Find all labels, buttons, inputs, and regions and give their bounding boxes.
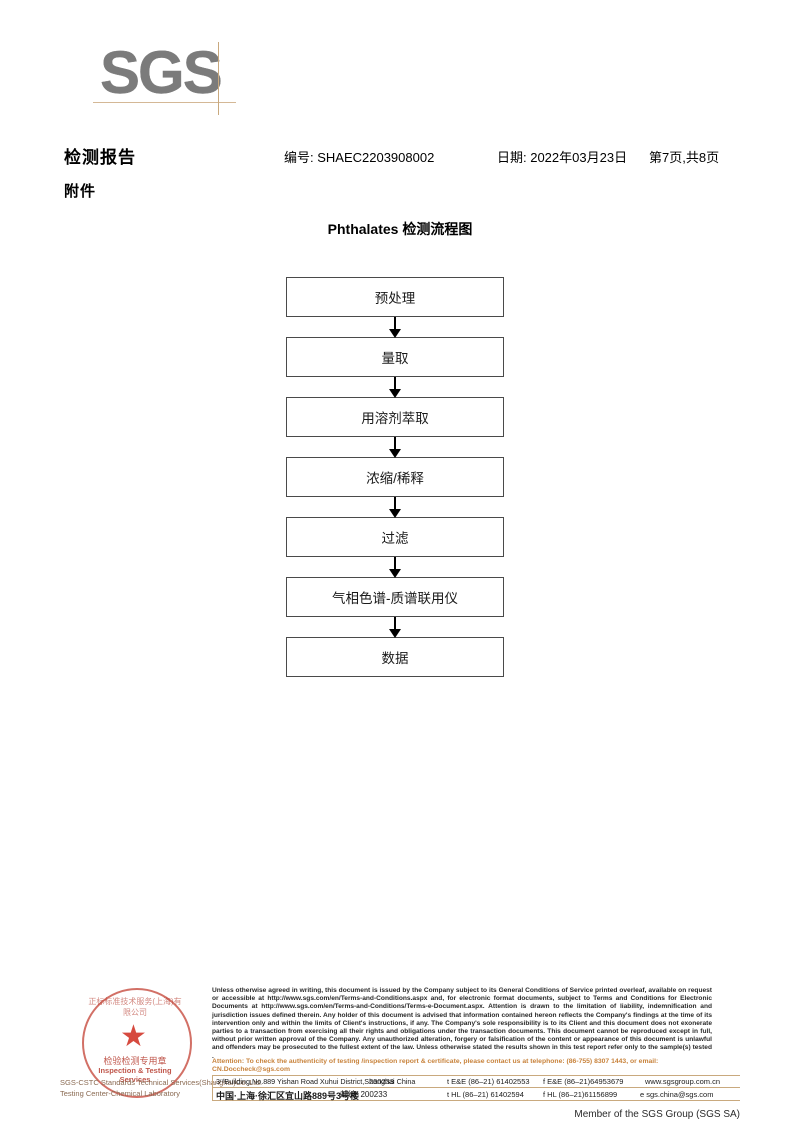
- postcode-chinese: 邮编: 200233: [340, 1090, 388, 1099]
- telephone-ee: t E&E (86–21) 61402553: [447, 1077, 530, 1086]
- flow-arrow-6: [286, 617, 504, 638]
- flow-arrow-2: [286, 377, 504, 398]
- flowchart: 预处理 量取 用溶剂萃取 浓缩/稀释 过滤 气相色谱-质谱联用仪: [286, 277, 504, 677]
- flow-step-data: 数据: [286, 637, 504, 677]
- footer-divider-bottom: [212, 1100, 740, 1101]
- logo-horizontal-rule: [93, 102, 236, 103]
- report-date: 日期: 2022年03月23日: [497, 150, 628, 165]
- star-icon: ★: [120, 1020, 147, 1053]
- legal-disclaimer: Unless otherwise agreed in writing, this…: [212, 987, 712, 1060]
- flow-arrow-3: [286, 437, 504, 458]
- website-url: www.sgsgroup.com.cn: [645, 1077, 721, 1086]
- seal-arc-text: 正标标准技术服务(上海)有限公司: [88, 997, 182, 1017]
- report-number: 编号: SHAEC2203908002: [284, 150, 435, 165]
- arrow-shaft: [394, 617, 396, 631]
- sgs-logo: SGS: [100, 39, 260, 112]
- arrow-head-icon: [389, 389, 401, 398]
- postcode-english: 200233: [369, 1077, 395, 1086]
- arrow-head-icon: [389, 569, 401, 578]
- member-line: Member of the SGS Group (SGS SA): [574, 1109, 740, 1120]
- footer-divider-top: [212, 1075, 740, 1076]
- arrow-shaft: [394, 497, 396, 511]
- flow-arrow-1: [286, 317, 504, 338]
- flow-step-concentration-dilution: 浓缩/稀释: [286, 457, 504, 497]
- arrow-head-icon: [389, 629, 401, 638]
- attention-notice: Attention: To check the authenticity of …: [212, 1058, 659, 1074]
- sgs-logo-text: SGS: [100, 39, 223, 106]
- address-chinese: 中国·上海·徐汇区宜山路889号3号楼: [216, 1091, 360, 1101]
- flowchart-title: Phthalates 检测流程图: [327, 221, 473, 237]
- arrow-shaft: [394, 377, 396, 391]
- email-address: e sgs.china@sgs.com: [640, 1090, 714, 1099]
- page-title: 检测报告: [64, 148, 136, 167]
- seal-english-label: Inspection & Testing Services: [98, 1066, 172, 1084]
- page-indicator: 第7页,共8页: [649, 150, 720, 165]
- arrow-head-icon: [389, 329, 401, 338]
- flow-step-filtration: 过滤: [286, 517, 504, 557]
- fax-ee: f E&E (86–21)64953679: [543, 1077, 624, 1086]
- arrow-head-icon: [389, 449, 401, 458]
- arrow-shaft: [394, 557, 396, 571]
- flow-step-pretreatment: 预处理: [286, 277, 504, 317]
- seal-chinese-label: 检验检测专用章: [103, 1056, 167, 1066]
- flow-step-measure: 量取: [286, 337, 504, 377]
- attachment-label: 附件: [64, 183, 97, 200]
- arrow-shaft: [394, 437, 396, 451]
- seal-circle-icon: [82, 988, 192, 1098]
- logo-vertical-tick: [218, 42, 219, 115]
- company-name-line-1: SGS-CSTC Standards Technical Services(Sh…: [60, 1078, 263, 1087]
- flow-step-solvent-extraction: 用溶剂萃取: [286, 397, 504, 437]
- footer-divider-left: [212, 1075, 213, 1101]
- flow-arrow-5: [286, 557, 504, 578]
- arrow-head-icon: [389, 509, 401, 518]
- flow-step-gcms: 气相色谱-质谱联用仪: [286, 577, 504, 617]
- company-seal: 正标标准技术服务(上海)有限公司 ★ 检验检测专用章 Inspection & …: [82, 988, 194, 1100]
- arrow-shaft: [394, 317, 396, 331]
- address-english: 3ʳᵈBuilding,No.889 Yishan Road Xuhui Dis…: [216, 1077, 416, 1086]
- fax-hl: f HL (86–21)61156899: [543, 1090, 618, 1099]
- footer-divider-middle: [212, 1087, 740, 1088]
- telephone-hl: t HL (86–21) 61402594: [447, 1090, 524, 1099]
- flow-arrow-4: [286, 497, 504, 518]
- company-name-line-2: Testing Center-Chemical Laboratory: [60, 1089, 181, 1098]
